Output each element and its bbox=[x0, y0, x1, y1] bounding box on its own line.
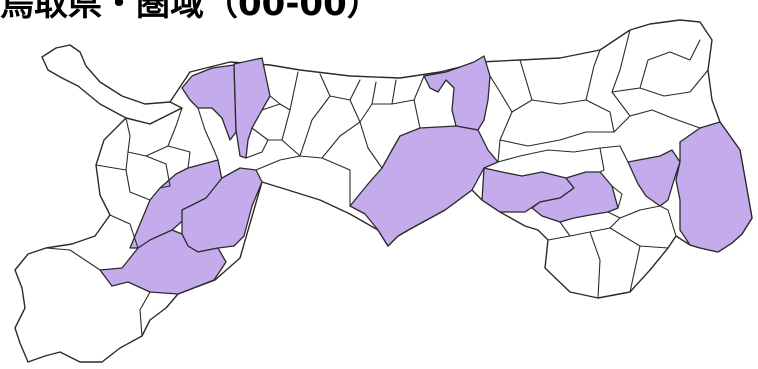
municipal-borders bbox=[45, 29, 709, 337]
district-highlight-southwest-2[interactable] bbox=[181, 167, 263, 253]
district-highlight-east-3[interactable] bbox=[627, 149, 681, 207]
peninsula-spit bbox=[41, 44, 191, 125]
district-highlight-east-4[interactable] bbox=[675, 121, 753, 253]
district-highlight-west-1[interactable] bbox=[181, 64, 237, 141]
district-highlight-west-2[interactable] bbox=[233, 57, 271, 159]
district-highlight-east-2[interactable] bbox=[531, 171, 619, 223]
map-title: 鳥取県・圏域（00-00） bbox=[0, 0, 381, 24]
district-highlight-central[interactable] bbox=[349, 125, 499, 247]
district-highlight-southwest-3[interactable] bbox=[99, 229, 227, 295]
